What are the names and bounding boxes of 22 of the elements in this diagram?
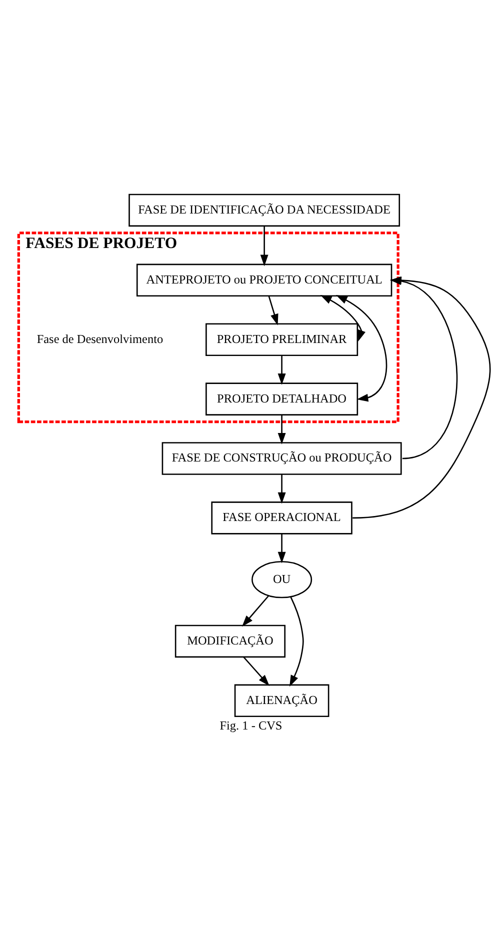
arrow bbox=[336, 295, 388, 402]
node-box: FASE DE IDENTIFICAÇÃO DA NECESSIDADE bbox=[128, 194, 400, 227]
arrow bbox=[243, 656, 270, 686]
arrow bbox=[320, 295, 366, 342]
arrow bbox=[260, 226, 268, 266]
arrow bbox=[278, 356, 286, 385]
label: Fase de Desenvolvimento bbox=[36, 332, 164, 346]
arrow bbox=[278, 474, 286, 504]
caption: Fig. 1 - CVS bbox=[220, 718, 282, 733]
node-box: ALIENAÇÃO bbox=[234, 684, 330, 718]
node-box: FASE DE CONSTRUÇÃO ou PRODUÇÃO bbox=[162, 442, 402, 475]
arrow bbox=[242, 595, 270, 627]
node-box: FASE OPERACIONAL bbox=[211, 502, 352, 534]
node-box: PROJETO PRELIMINAR bbox=[206, 323, 358, 356]
arrow bbox=[268, 296, 278, 326]
node-box: ANTEPROJETO ou PROJETO CONCEITUAL bbox=[136, 264, 392, 297]
arrow bbox=[278, 415, 286, 444]
node-box: PROJETO DETALHADO bbox=[206, 382, 358, 416]
node-box: MODIFICAÇÃO bbox=[174, 624, 286, 658]
arrow bbox=[290, 596, 304, 687]
node-ellipse: OU bbox=[252, 561, 312, 598]
arrow bbox=[278, 534, 286, 564]
